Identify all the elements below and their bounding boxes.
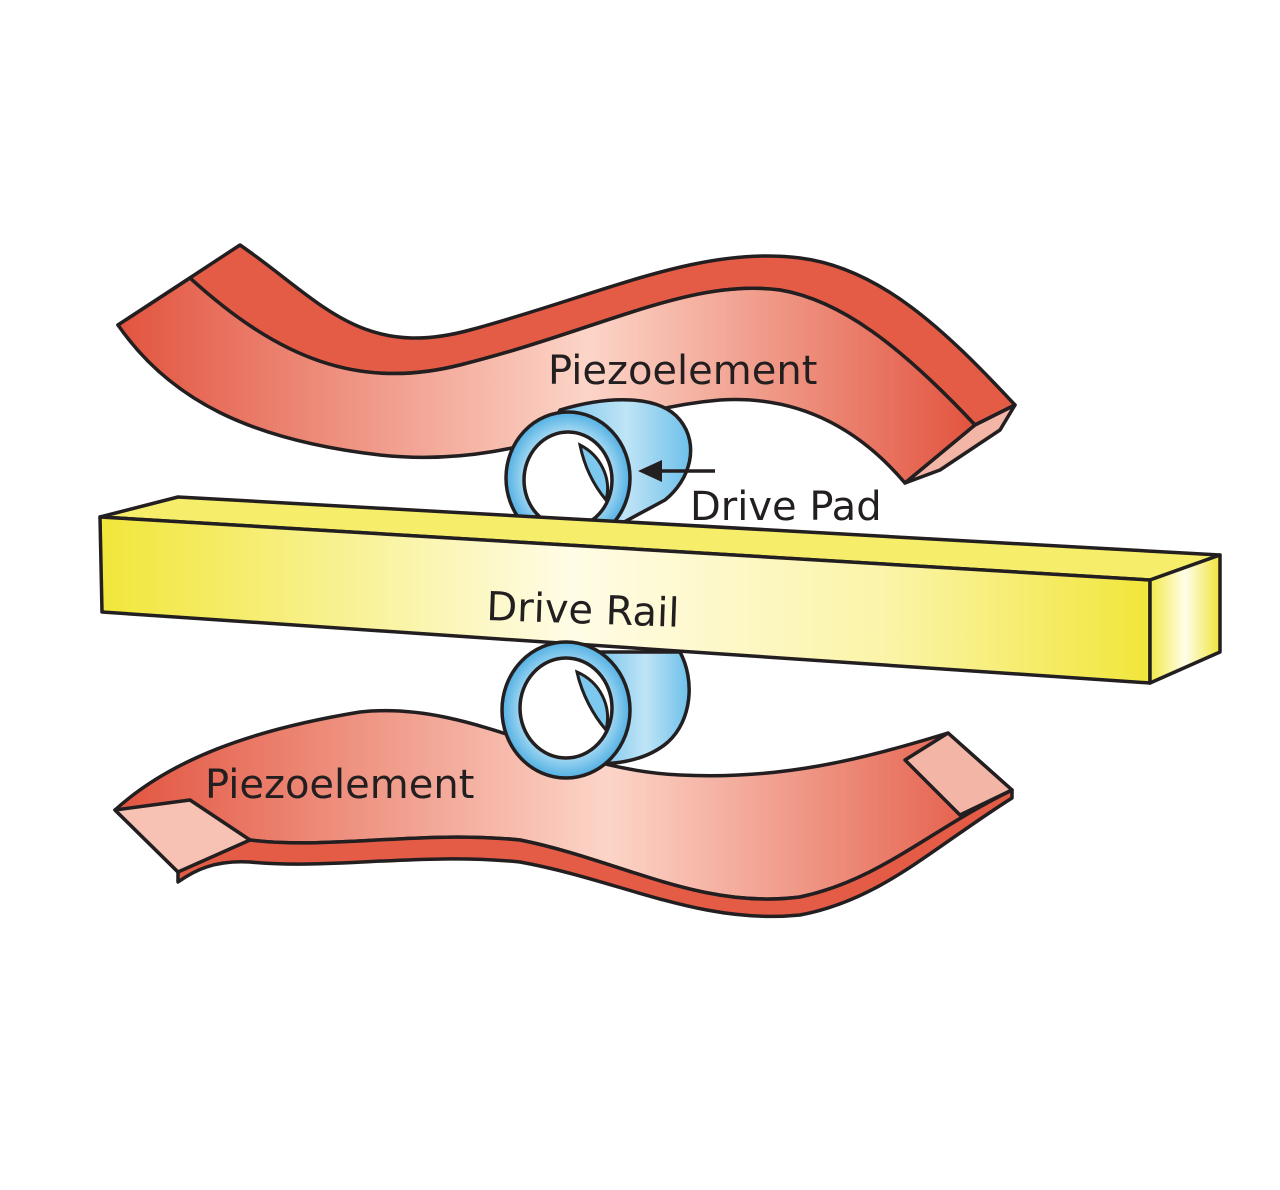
drive-rail-label: Drive Rail: [486, 584, 681, 637]
drive-pad-label: Drive Pad: [690, 484, 882, 530]
bottom-piezo-end-cap: [903, 731, 1014, 817]
bottom-piezoelement: [113, 709, 1014, 919]
bottom-piezo-left-cap: [113, 798, 252, 874]
bottom-drive-pad: [500, 640, 691, 780]
drive-pad-arrow: [638, 460, 715, 482]
drive-rail-end-face: [1148, 553, 1222, 685]
top-piezoelement: [116, 243, 1017, 485]
top-drive-pad: [504, 398, 693, 546]
arrow-head-icon: [638, 460, 662, 482]
bottom-piezo-label: Piezoelement: [205, 762, 474, 808]
drive-rail: [98, 495, 1222, 685]
bottom-piezo-lower-face: [176, 788, 1014, 919]
top-piezo-end-cap: [903, 403, 1017, 485]
top-piezo-label: Piezoelement: [548, 348, 817, 394]
